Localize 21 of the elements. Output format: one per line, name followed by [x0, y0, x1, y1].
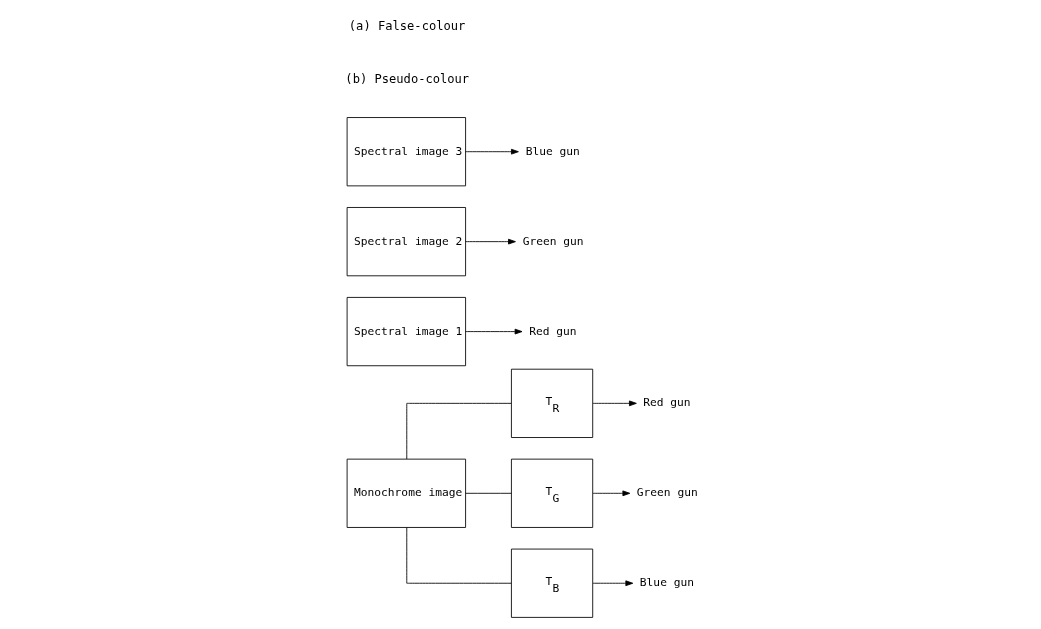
node-box: Spectral image 1 — [346, 297, 466, 367]
arrow — [592, 490, 631, 497]
connector — [406, 402, 512, 460]
label: (a) False-colour — [348, 19, 466, 34]
node-text: Green gun — [522, 234, 584, 248]
arrow — [465, 328, 523, 335]
arrow — [592, 580, 634, 587]
arrow — [592, 400, 637, 407]
connector — [465, 492, 512, 494]
node-text: Blue gun — [525, 144, 580, 158]
connector — [406, 527, 512, 584]
node-text: Red gun — [643, 396, 691, 410]
node-text: Green gun — [636, 486, 698, 500]
node-box: Monochrome image — [346, 458, 466, 528]
node-text: Red gun — [529, 324, 577, 338]
node-text: Blue gun — [639, 576, 694, 590]
node-box: Spectral image 2 — [346, 207, 466, 277]
node-box: Spectral image 3 — [346, 117, 466, 187]
label: (b) Pseudo-colour — [345, 72, 470, 87]
arrow — [465, 148, 519, 155]
arrow — [465, 238, 516, 245]
